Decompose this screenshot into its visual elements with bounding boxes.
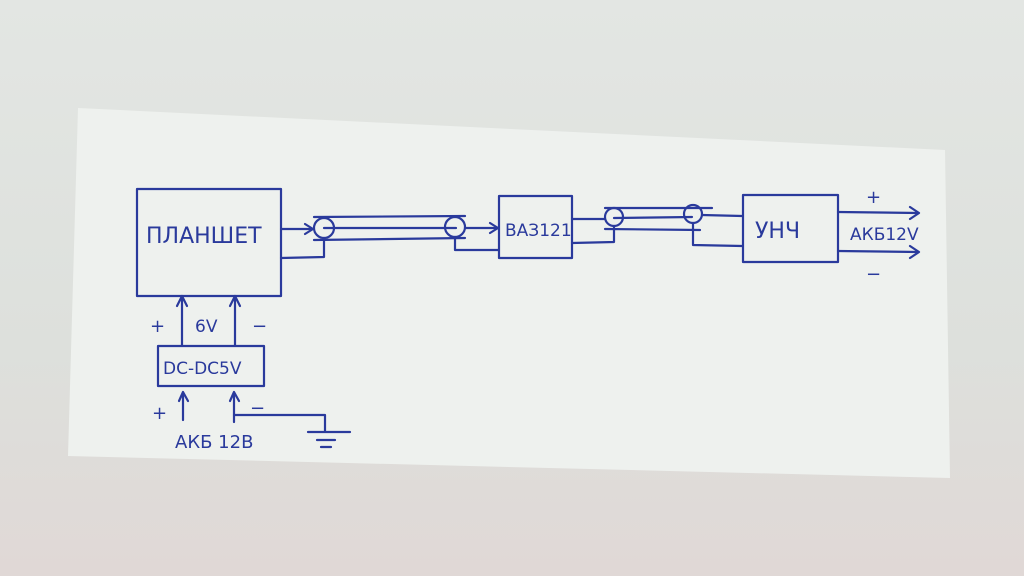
amp-power-label: АКБ12V — [850, 225, 919, 245]
tablet-block: ПЛАНШЕТ — [135, 187, 283, 298]
battery-input: + − АКБ 12В — [152, 390, 352, 453]
amp-minus-label: − — [866, 264, 881, 285]
converter-label: DC-DC5V — [163, 359, 242, 379]
battery-minus-label: − — [250, 398, 265, 419]
radio-label: ВАЗ121 — [505, 221, 572, 241]
cable-2 — [570, 203, 744, 248]
tablet-power: + 6V − — [150, 294, 267, 347]
amp-plus-label: + — [866, 187, 881, 208]
battery-plus-label: + — [152, 403, 167, 424]
battery-label: АКБ 12В — [175, 432, 253, 453]
amplifier-label: УНЧ — [755, 219, 800, 244]
tablet-minus-label: − — [252, 316, 267, 337]
tablet-plus-label: + — [150, 316, 165, 337]
tablet-voltage-label: 6V — [195, 317, 218, 337]
converter-block: DC-DC5V — [156, 344, 266, 388]
paper-sheet — [68, 108, 950, 478]
amplifier-block: УНЧ — [741, 193, 840, 264]
tablet-label: ПЛАНШЕТ — [146, 224, 262, 249]
radio-block: ВАЗ121 — [497, 194, 574, 260]
amp-power-leads: + − АКБ12V — [836, 187, 921, 285]
cable-1 — [279, 214, 500, 260]
